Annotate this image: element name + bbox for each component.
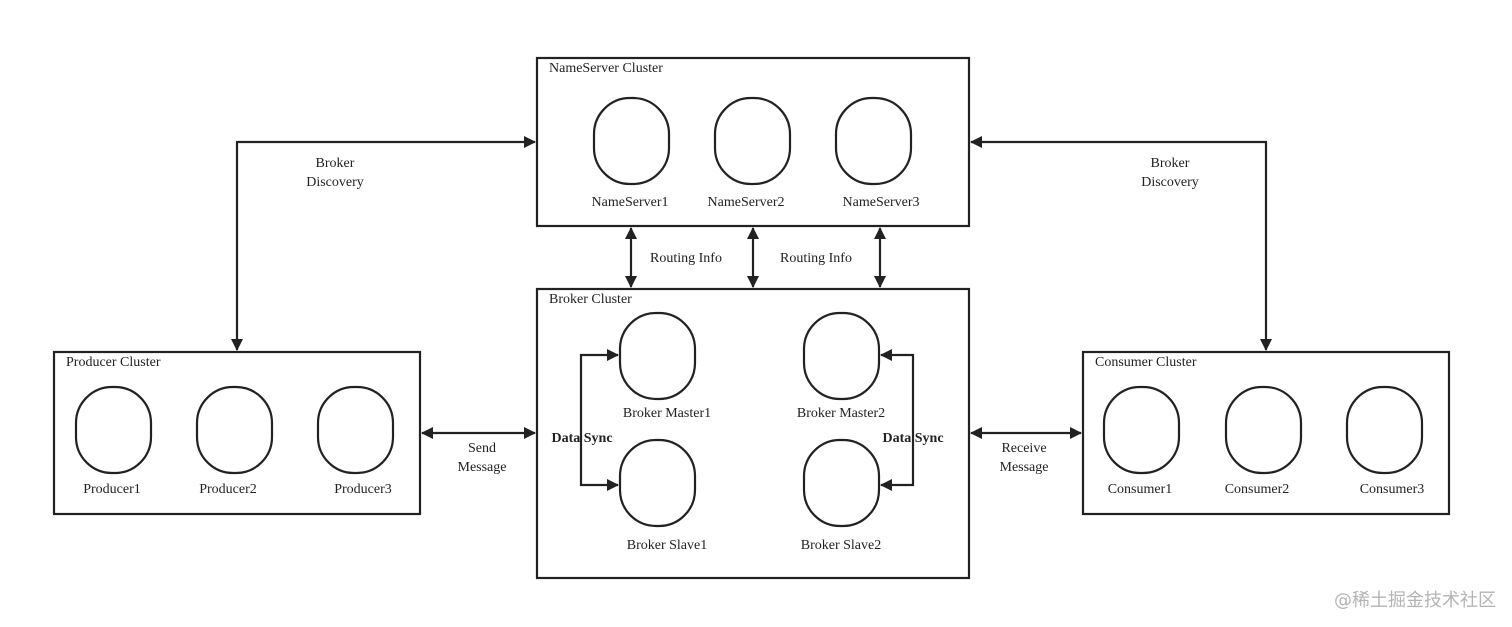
nameserver2-label: NameServer2 (708, 195, 785, 210)
routing-info-label-left: Routing Info (650, 251, 722, 266)
send-message-label-line2: Message (458, 460, 507, 475)
consumer3-node (1345, 385, 1424, 475)
producer2-node (195, 385, 274, 475)
producer-discovery-label-line2: Discovery (306, 175, 364, 190)
broker-master1-node (618, 311, 697, 401)
producer1-node (74, 385, 153, 475)
producer-cluster-box (52, 350, 422, 516)
producer2-label: Producer2 (199, 482, 257, 497)
producer3-label: Producer3 (334, 482, 392, 497)
producer-discovery-arrow (231, 136, 536, 351)
producer1-label: Producer1 (83, 482, 141, 497)
broker-master1-label: Broker Master1 (623, 406, 711, 421)
broker-slave2-node (802, 438, 881, 528)
consumer1-label: Consumer1 (1108, 482, 1173, 497)
data-sync-label-left: Data Sync (551, 431, 612, 446)
nameserver2-node (713, 96, 792, 186)
broker-slave1-node (618, 438, 697, 528)
broker-master2-node (802, 311, 881, 401)
consumer-cluster-title: Consumer Cluster (1095, 355, 1197, 370)
data-sync-arrow-right (880, 349, 915, 491)
consumer3-label: Consumer3 (1360, 482, 1425, 497)
watermark-text: @稀土掘金技术社区 (1334, 590, 1496, 611)
consumer-discovery-label-line2: Discovery (1141, 175, 1199, 190)
consumer-cluster-box (1081, 350, 1451, 516)
consumer-cluster: Consumer Cluster Consumer1 Consumer2 Con… (1081, 350, 1451, 516)
broker-cluster-box (535, 287, 971, 580)
nameserver3-label: NameServer3 (843, 195, 920, 210)
receive-message-label-line2: Message (1000, 460, 1049, 475)
producer3-node (316, 385, 395, 475)
nameserver-cluster-box (535, 56, 971, 228)
routing-info-label-right: Routing Info (780, 251, 852, 266)
consumer-discovery-arrow (970, 136, 1272, 351)
consumer2-node (1224, 385, 1303, 475)
nameserver-cluster: NameServer Cluster NameServer1 NameServe… (535, 56, 971, 228)
data-sync-arrow-left (579, 349, 619, 491)
nameserver1-node (592, 96, 671, 186)
producer-cluster: Producer Cluster Producer1 Producer2 Pro… (52, 350, 422, 516)
nameserver-cluster-title: NameServer Cluster (549, 61, 663, 76)
broker-cluster: Broker Cluster Broker Master1 Broker Mas… (535, 287, 971, 580)
broker-master2-label: Broker Master2 (797, 406, 885, 421)
receive-message-label-line1: Receive (1001, 441, 1046, 456)
consumer-discovery-label-line1: Broker (1151, 156, 1190, 171)
nameserver1-label: NameServer1 (592, 195, 669, 210)
nameserver3-node (834, 96, 913, 186)
send-message-label-line1: Send (468, 441, 496, 456)
broker-cluster-title: Broker Cluster (549, 292, 632, 307)
broker-slave2-label: Broker Slave2 (801, 538, 881, 553)
consumer1-node (1102, 385, 1181, 475)
data-sync-label-right: Data Sync (882, 431, 943, 446)
broker-slave1-label: Broker Slave1 (627, 538, 707, 553)
consumer2-label: Consumer2 (1225, 482, 1290, 497)
producer-discovery-label-line1: Broker (316, 156, 355, 171)
producer-cluster-title: Producer Cluster (66, 355, 161, 370)
